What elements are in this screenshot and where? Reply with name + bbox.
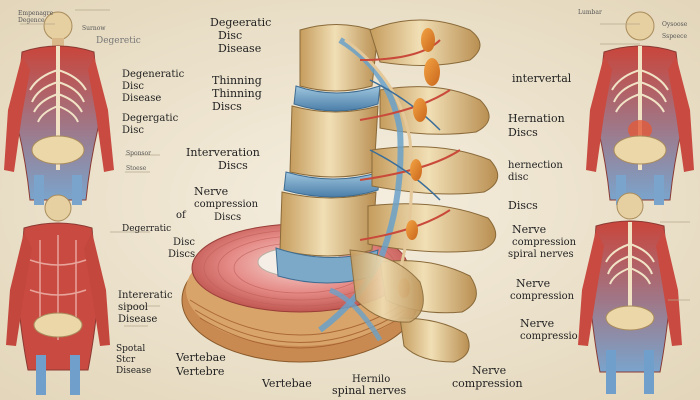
lower-spinal-processes (329, 249, 424, 342)
right-bottom-body-figure (578, 192, 682, 394)
label-spinal-nerves: spinal nerves (332, 384, 407, 397)
label-inter: Intereratic (118, 290, 173, 301)
label-degen: Degeeratic (210, 16, 272, 29)
nerve-roots-orange (398, 28, 440, 298)
label-spool: sipool (118, 302, 148, 313)
label-vertebae: Vertebae (176, 351, 226, 364)
label-discs: Discs (218, 159, 248, 172)
label-discs: Discs (212, 100, 242, 113)
label-intervertal: intervertal (512, 72, 572, 85)
label-degen: Degeneratic (122, 69, 185, 80)
label-disease: Disease (118, 314, 158, 325)
label-small: Sspeece (662, 33, 688, 40)
label-hernection: hernection (508, 160, 563, 171)
label-discs: Discs (168, 249, 196, 260)
label-tiny: Stoese (126, 165, 147, 172)
label-disc: Disc (218, 29, 243, 42)
annotation-scribbles (20, 9, 690, 327)
label-disease: Disease (116, 366, 152, 376)
label-discs: Discs (214, 212, 242, 223)
label-hernation: Hernation (508, 112, 565, 125)
label-nerve: Nerve (516, 277, 551, 290)
label-spiral-nerves: spiral nerves (508, 249, 574, 260)
right-top-body-figure (586, 11, 694, 205)
left-bottom-body-figure (6, 194, 110, 395)
left-top-body-figure (4, 11, 114, 205)
label-small: Degence (18, 17, 45, 24)
label-vertebre: Vertebre (176, 365, 225, 378)
label-stcr: Stcr (116, 355, 136, 365)
label-vertebae: Vertebae (262, 377, 312, 390)
label-compression: compression (452, 377, 523, 390)
label-small: Surnow (82, 25, 106, 32)
label-degen: Degerratic (122, 224, 172, 234)
label-small: Oysoose (662, 21, 688, 28)
label-nerve: Nerve (472, 364, 507, 377)
label-degen: Degergatic (122, 113, 179, 124)
label-nerve: Nerve (194, 185, 229, 198)
label-thinning: Thinning (212, 87, 262, 100)
label-compression: compression (512, 237, 577, 248)
label-compression: compressio (520, 331, 578, 342)
label-small: Lumbar (578, 9, 602, 16)
label-disc: disc (508, 172, 529, 183)
label-spotal: Spotal (116, 344, 146, 354)
label-disease: Disease (218, 42, 262, 55)
label-disc: Disc (122, 125, 144, 136)
label-of: of (176, 210, 186, 221)
label-compression: compression (194, 199, 259, 210)
label-degen: Degeretic (96, 36, 141, 46)
label-nerve: Nerve (520, 317, 555, 330)
label-interveration: Interveration (186, 146, 260, 159)
label-nerve: Nerve (512, 223, 547, 236)
label-disease: Disease (122, 93, 162, 104)
label-thinning: Thinning (212, 74, 262, 87)
label-compression: compression (510, 291, 575, 302)
label-small: Empenagre (18, 10, 54, 17)
label-hernilo: Hernilo (352, 374, 391, 385)
label-discs: Discs (508, 199, 538, 212)
label-disc: Disc (173, 237, 195, 248)
label-tiny: Sponsor (126, 150, 151, 157)
label-disc: Disc (122, 81, 144, 92)
label-discs: Discs (508, 126, 538, 139)
